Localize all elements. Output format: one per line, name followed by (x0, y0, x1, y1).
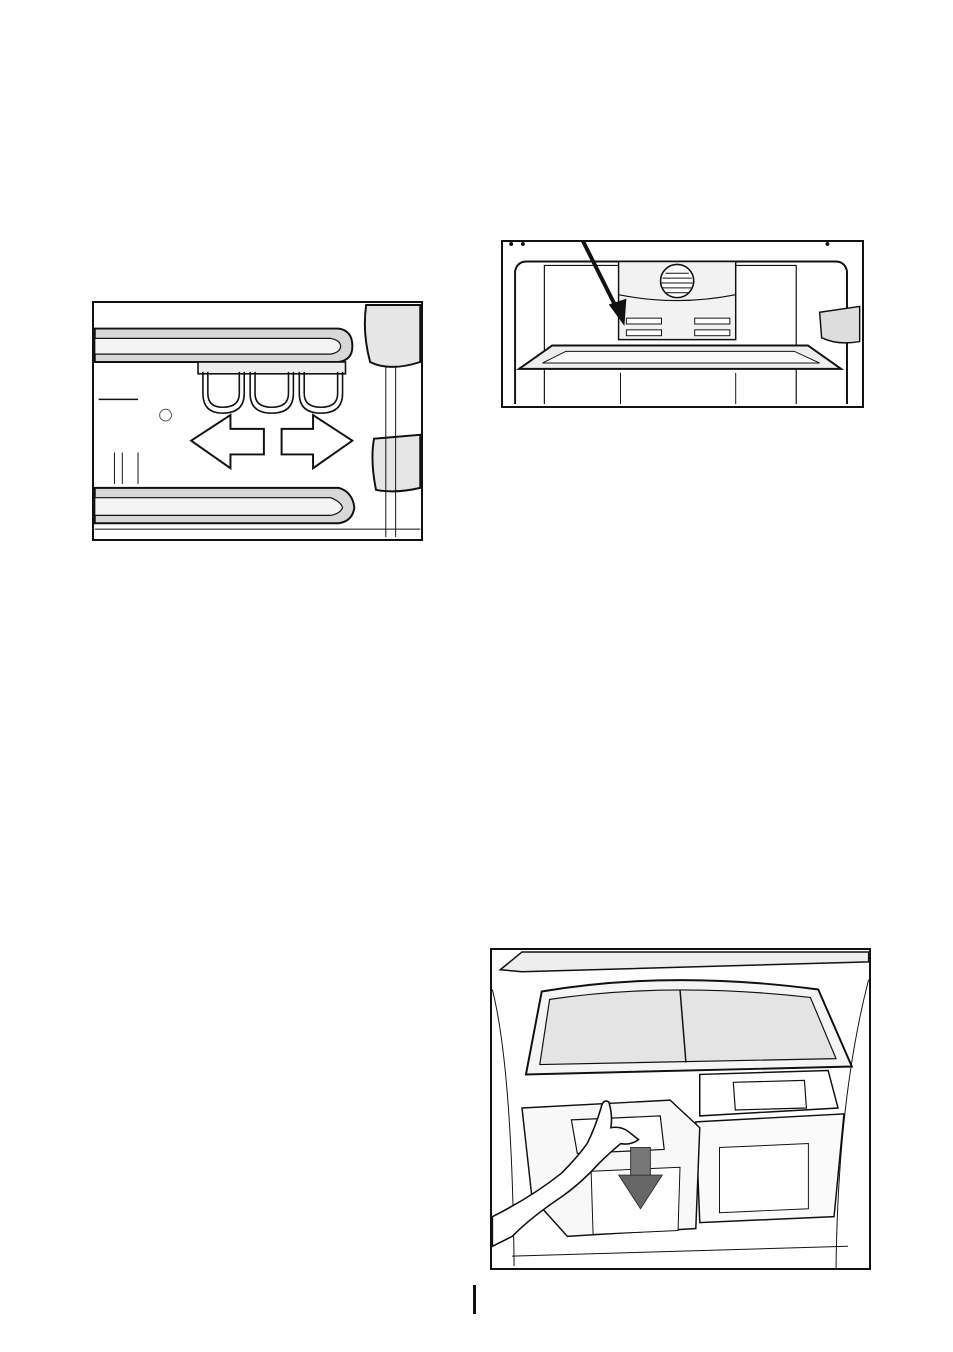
egg-tray-illustration (94, 303, 421, 539)
arrow-right-icon (282, 415, 353, 468)
arrow-left-icon (191, 415, 264, 468)
egg-holder-icon (198, 362, 346, 413)
crisper-drawer-illustration (492, 950, 869, 1268)
crisper-drawer-figure (490, 948, 871, 1270)
ceiling-panel-figure (501, 240, 864, 408)
egg-tray-figure (92, 301, 423, 541)
page-edge-marker (473, 1285, 476, 1314)
fan-grille-icon (661, 264, 694, 297)
ceiling-panel-illustration (503, 242, 862, 406)
